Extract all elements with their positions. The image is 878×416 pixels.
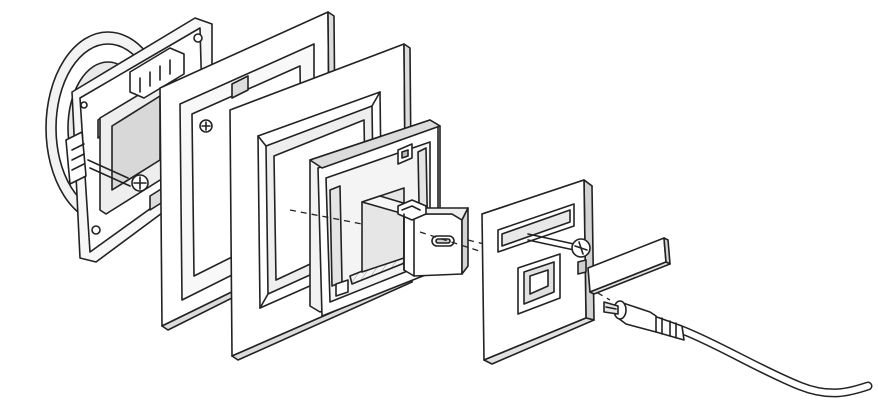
front-cover-plate [481, 179, 595, 365]
usb-c-plug-icon [603, 301, 619, 315]
phillips-screw-icon [131, 174, 149, 192]
fixing-screw [527, 233, 591, 258]
phillips-screw-icon [571, 238, 591, 258]
usb-c-cable [603, 300, 873, 398]
usb-keystone-module [361, 187, 469, 277]
label-strip [587, 237, 671, 295]
phillips-screw-icon [199, 119, 213, 133]
